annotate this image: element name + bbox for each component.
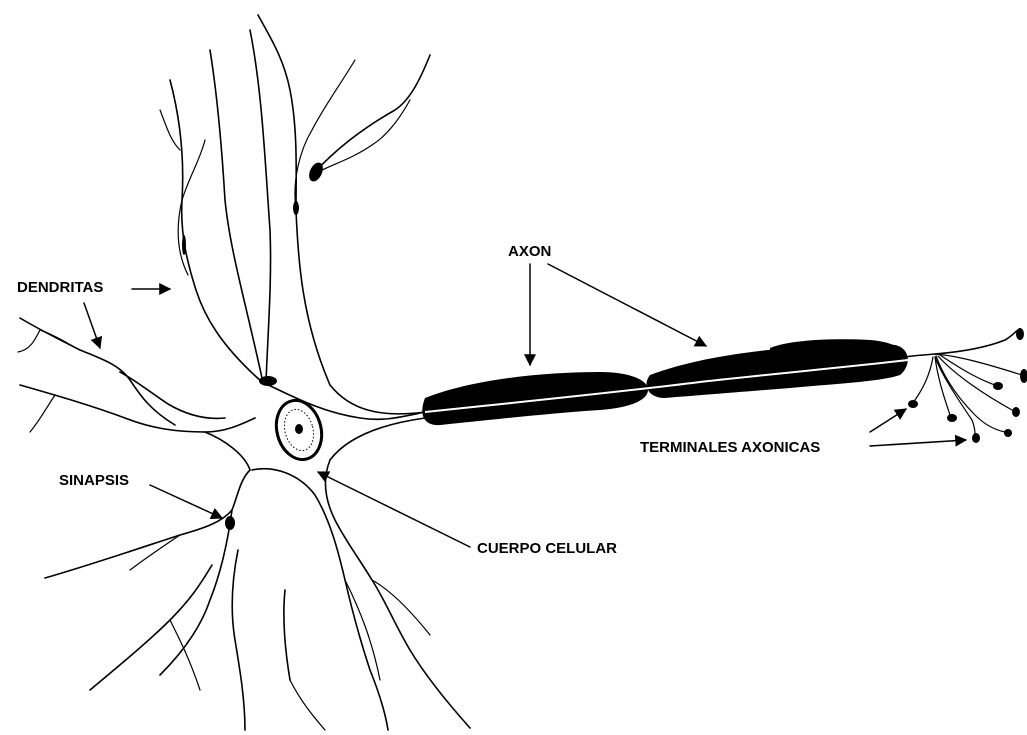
lower-dendrites: [45, 460, 470, 730]
terminales-arrow-lower: [870, 440, 966, 446]
terminales-arrow-upper: [870, 409, 906, 432]
myelin-segment-1: [422, 372, 648, 425]
label-axon: AXON: [508, 243, 551, 260]
label-terminales-axonicas: TERMINALES AXONICAS: [640, 439, 820, 456]
sinapsis-arrow: [150, 485, 222, 518]
axon-terminals: [908, 328, 1027, 443]
axon-arrow-diagonal: [548, 264, 706, 346]
dendritas-arrow-down: [84, 303, 100, 348]
label-sinapsis: SINAPSIS: [59, 472, 129, 489]
cuerpo-celular-arrow: [318, 472, 470, 547]
label-dendritas: DENDRITAS: [17, 279, 103, 296]
axon: [422, 339, 935, 425]
dendrites: [18, 15, 430, 432]
nucleolus: [295, 424, 303, 434]
label-cuerpo-celular: CUERPO CELULAR: [477, 540, 617, 557]
